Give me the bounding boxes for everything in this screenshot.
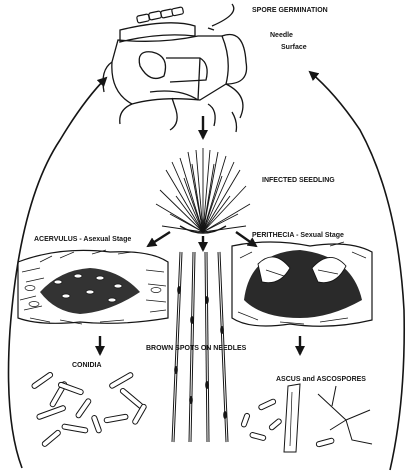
brown-spots xyxy=(174,286,227,419)
ascus-illustration xyxy=(241,384,372,452)
label-ascus: ASCUS and ASCOSPORES xyxy=(276,376,366,383)
acervulus-illustration xyxy=(18,250,168,324)
germinating-spores xyxy=(137,7,184,23)
perithecia-illustration xyxy=(232,242,372,326)
label-perithecia: PERITHECIA - Sexual Stage xyxy=(252,232,344,239)
needle-surface-illustration xyxy=(103,4,247,132)
label-surface: Surface xyxy=(281,44,307,51)
seedling-illustration xyxy=(156,148,250,233)
label-brown-spots: BROWN SPOTS ON NEEDLES xyxy=(146,345,246,352)
label-infected-seedling: INFECTED SEEDLING xyxy=(262,177,335,184)
conidia-illustration xyxy=(31,371,147,447)
label-acervulus: ACERVULUS - Asexual Stage xyxy=(34,236,131,243)
label-conidia: CONIDIA xyxy=(72,362,102,369)
label-spore-germination: SPORE GERMINATION xyxy=(252,7,328,14)
label-needle: Needle xyxy=(270,32,293,39)
